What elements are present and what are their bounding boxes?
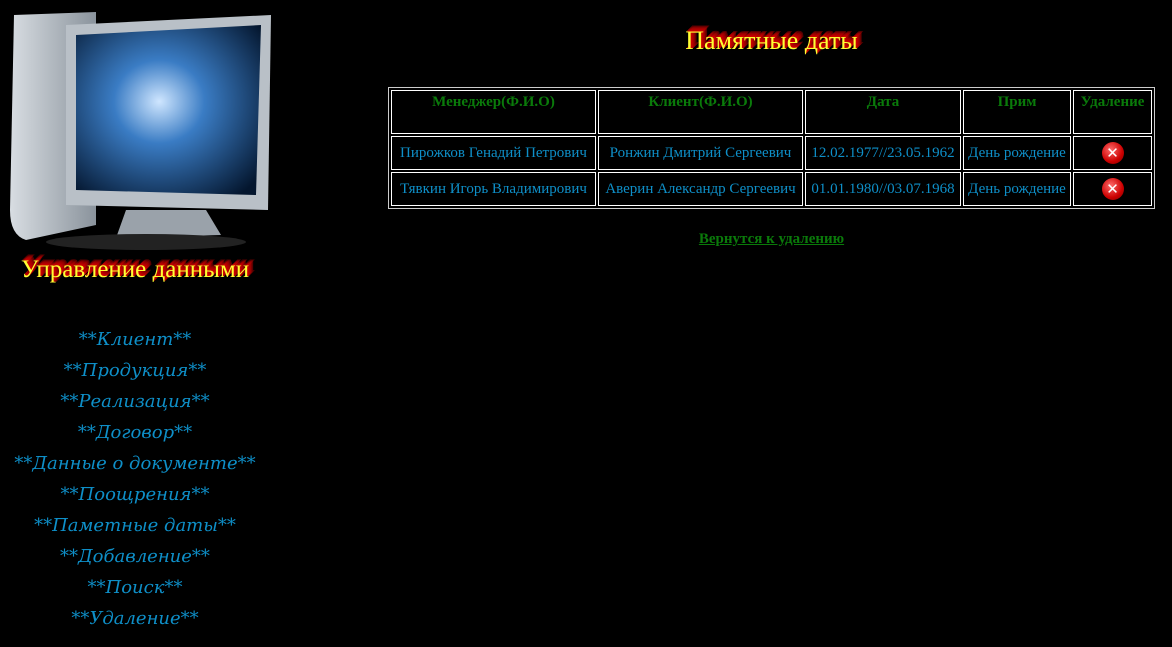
nav-client[interactable]: **Клиент**	[78, 329, 192, 350]
nav-search[interactable]: **Поиск**	[87, 577, 183, 598]
delete-cell: ✕	[1073, 172, 1152, 206]
sidebar-title: Управление данными	[20, 256, 250, 283]
back-to-delete-link[interactable]: Вернутся к удалению	[698, 231, 845, 247]
table-header-row: Менеджер(Ф.И.О) Клиент(Ф.И.О) Дата Прим …	[391, 90, 1152, 134]
note-cell: День рождение	[963, 136, 1071, 170]
delete-icon[interactable]: ✕	[1101, 142, 1124, 164]
page-title: Памятные даты	[685, 26, 858, 55]
table-row: Пирожков Генадий Петрович Ронжин Дмитрий…	[391, 136, 1152, 170]
client-cell: Ронжин Дмитрий Сергеевич	[598, 136, 803, 170]
nav-contract[interactable]: **Договор**	[77, 422, 193, 443]
nav-delete[interactable]: **Удаление**	[71, 608, 199, 629]
col-date: Дата	[805, 90, 961, 134]
manager-cell: Тявкин Игорь Владимирович	[391, 172, 596, 206]
computer-monitor-image	[10, 12, 271, 250]
date-cell: 12.02.1977//23.05.1962	[805, 136, 961, 170]
col-delete: Удаление	[1073, 90, 1152, 134]
col-note: Прим	[963, 90, 1071, 134]
delete-cell: ✕	[1073, 136, 1152, 170]
date-cell: 01.01.1980//03.07.1968	[805, 172, 961, 206]
nav-memorable-dates[interactable]: **Паметные даты**	[34, 515, 236, 536]
col-client: Клиент(Ф.И.О)	[598, 90, 803, 134]
back-link-container: Вернутся к удалению	[388, 230, 1155, 248]
client-cell: Аверин Александр Сергеевич	[598, 172, 803, 206]
nav-products[interactable]: **Продукция**	[63, 360, 207, 381]
nav-sales[interactable]: **Реализация**	[60, 391, 210, 412]
sidebar-nav: **Клиент** **Продукция** **Реализация** …	[0, 324, 270, 634]
note-cell: День рождение	[963, 172, 1071, 206]
table-row: Тявкин Игорь Владимирович Аверин Алексан…	[391, 172, 1152, 206]
nav-rewards[interactable]: **Поощрения**	[60, 484, 210, 505]
manager-cell: Пирожков Генадий Петрович	[391, 136, 596, 170]
dates-table: Менеджер(Ф.И.О) Клиент(Ф.И.О) Дата Прим …	[388, 87, 1155, 209]
delete-icon[interactable]: ✕	[1101, 178, 1124, 200]
sidebar: Управление данными **Клиент** **Продукци…	[0, 0, 275, 647]
col-manager: Менеджер(Ф.И.О)	[391, 90, 596, 134]
nav-add[interactable]: **Добавление**	[60, 546, 210, 567]
nav-document-data[interactable]: **Данные о документе**	[14, 453, 256, 474]
